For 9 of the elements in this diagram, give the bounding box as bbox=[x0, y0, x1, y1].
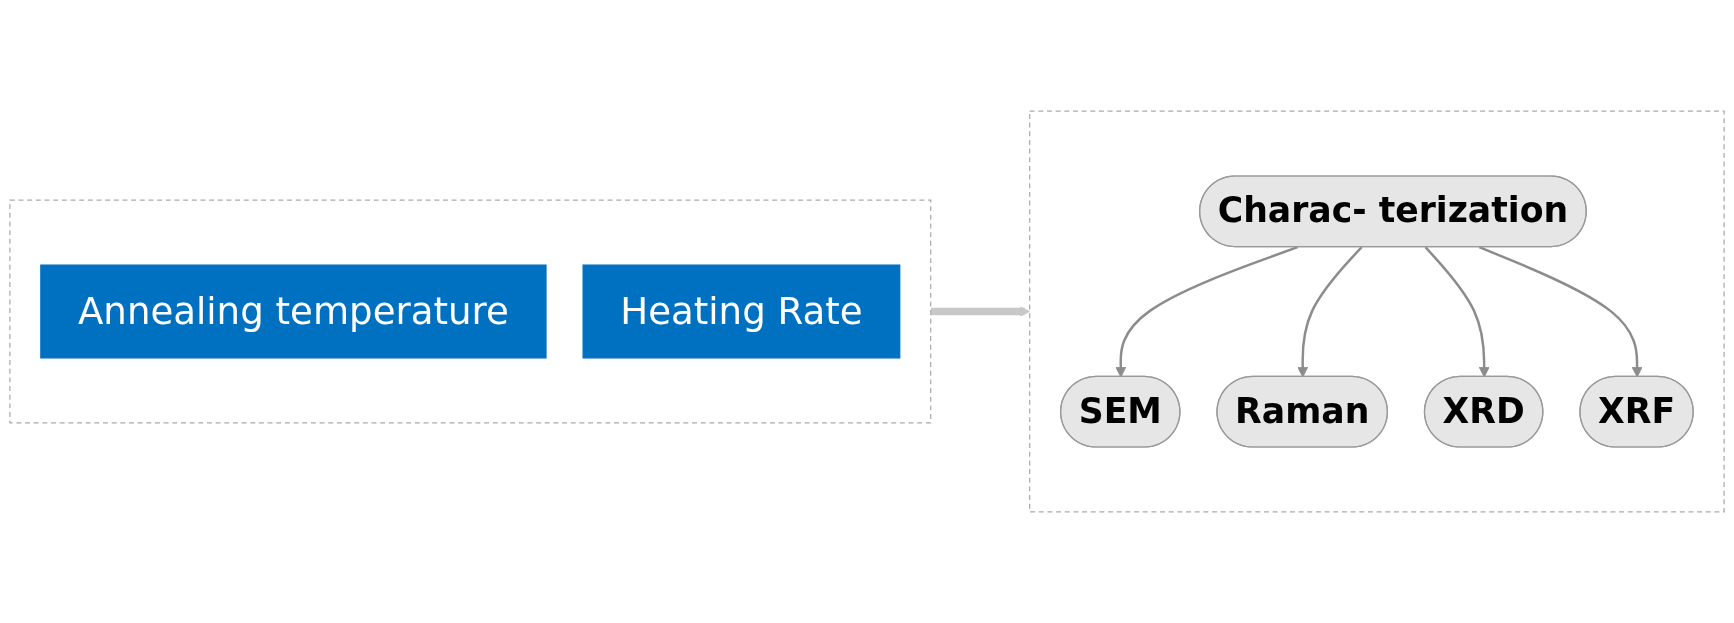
node-box: Heating Rate bbox=[582, 264, 901, 359]
arrow bbox=[1297, 246, 1363, 378]
arrow bbox=[930, 306, 1031, 317]
arrow bbox=[1424, 246, 1490, 378]
cluster bbox=[9, 199, 932, 424]
node-box: Annealing temperature bbox=[40, 264, 547, 359]
arrow bbox=[1115, 246, 1299, 378]
cluster bbox=[1029, 110, 1725, 513]
arrow bbox=[1478, 246, 1643, 378]
